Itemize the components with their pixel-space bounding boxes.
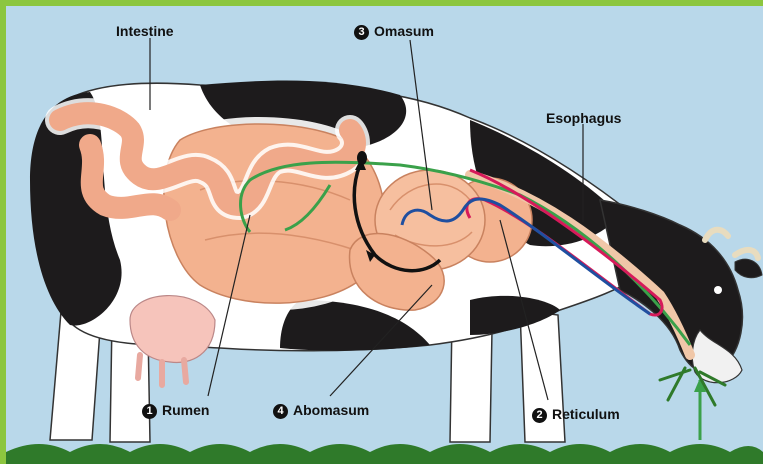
intestine-text: Intestine xyxy=(116,23,174,39)
label-omasum: 3 Omasum xyxy=(354,23,434,40)
omasum-number: 3 xyxy=(354,25,369,40)
label-abomasum: 4 Abomasum xyxy=(273,402,369,419)
cow-digestion-illustration xyxy=(6,6,763,464)
omasum-text: Omasum xyxy=(374,23,434,39)
rumen-text: Rumen xyxy=(162,402,209,418)
abomasum-number: 4 xyxy=(273,404,288,419)
label-intestine: Intestine xyxy=(116,23,174,39)
label-reticulum: 2 Reticulum xyxy=(532,406,620,423)
rumen-number: 1 xyxy=(142,404,157,419)
esophagus-text: Esophagus xyxy=(546,110,621,126)
label-esophagus: Esophagus xyxy=(546,110,621,126)
label-rumen: 1 Rumen xyxy=(142,402,209,419)
diagram-frame: Intestine 3 Omasum Esophagus 1 Rumen 4 Abom… xyxy=(6,6,763,464)
abomasum-text: Abomasum xyxy=(293,402,369,418)
reticulum-text: Reticulum xyxy=(552,406,620,422)
reticulum-number: 2 xyxy=(532,408,547,423)
